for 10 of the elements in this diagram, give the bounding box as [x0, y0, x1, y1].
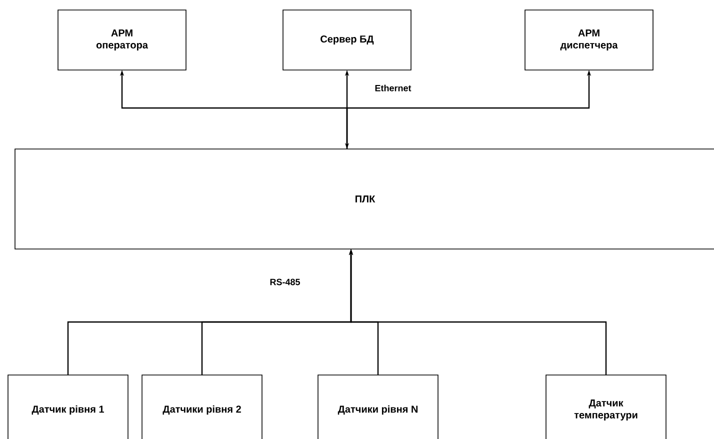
workstation-box: АРМ оператора	[58, 10, 186, 70]
sensor-box: Датчики рівня N	[318, 374, 438, 439]
controller-box: ПЛК	[14, 148, 714, 250]
sensor-box: Датчик рівня 1	[8, 374, 128, 439]
bus-label: Ethernet	[375, 84, 412, 92]
bus-label: RS-485	[270, 278, 300, 286]
sensor-box: Датчик температури	[546, 374, 666, 439]
workstation-box: Сервер БД	[282, 10, 412, 70]
workstation-box: АРМ диспетчера	[524, 10, 654, 70]
sensor-box: Датчики рівня 2	[142, 374, 262, 439]
